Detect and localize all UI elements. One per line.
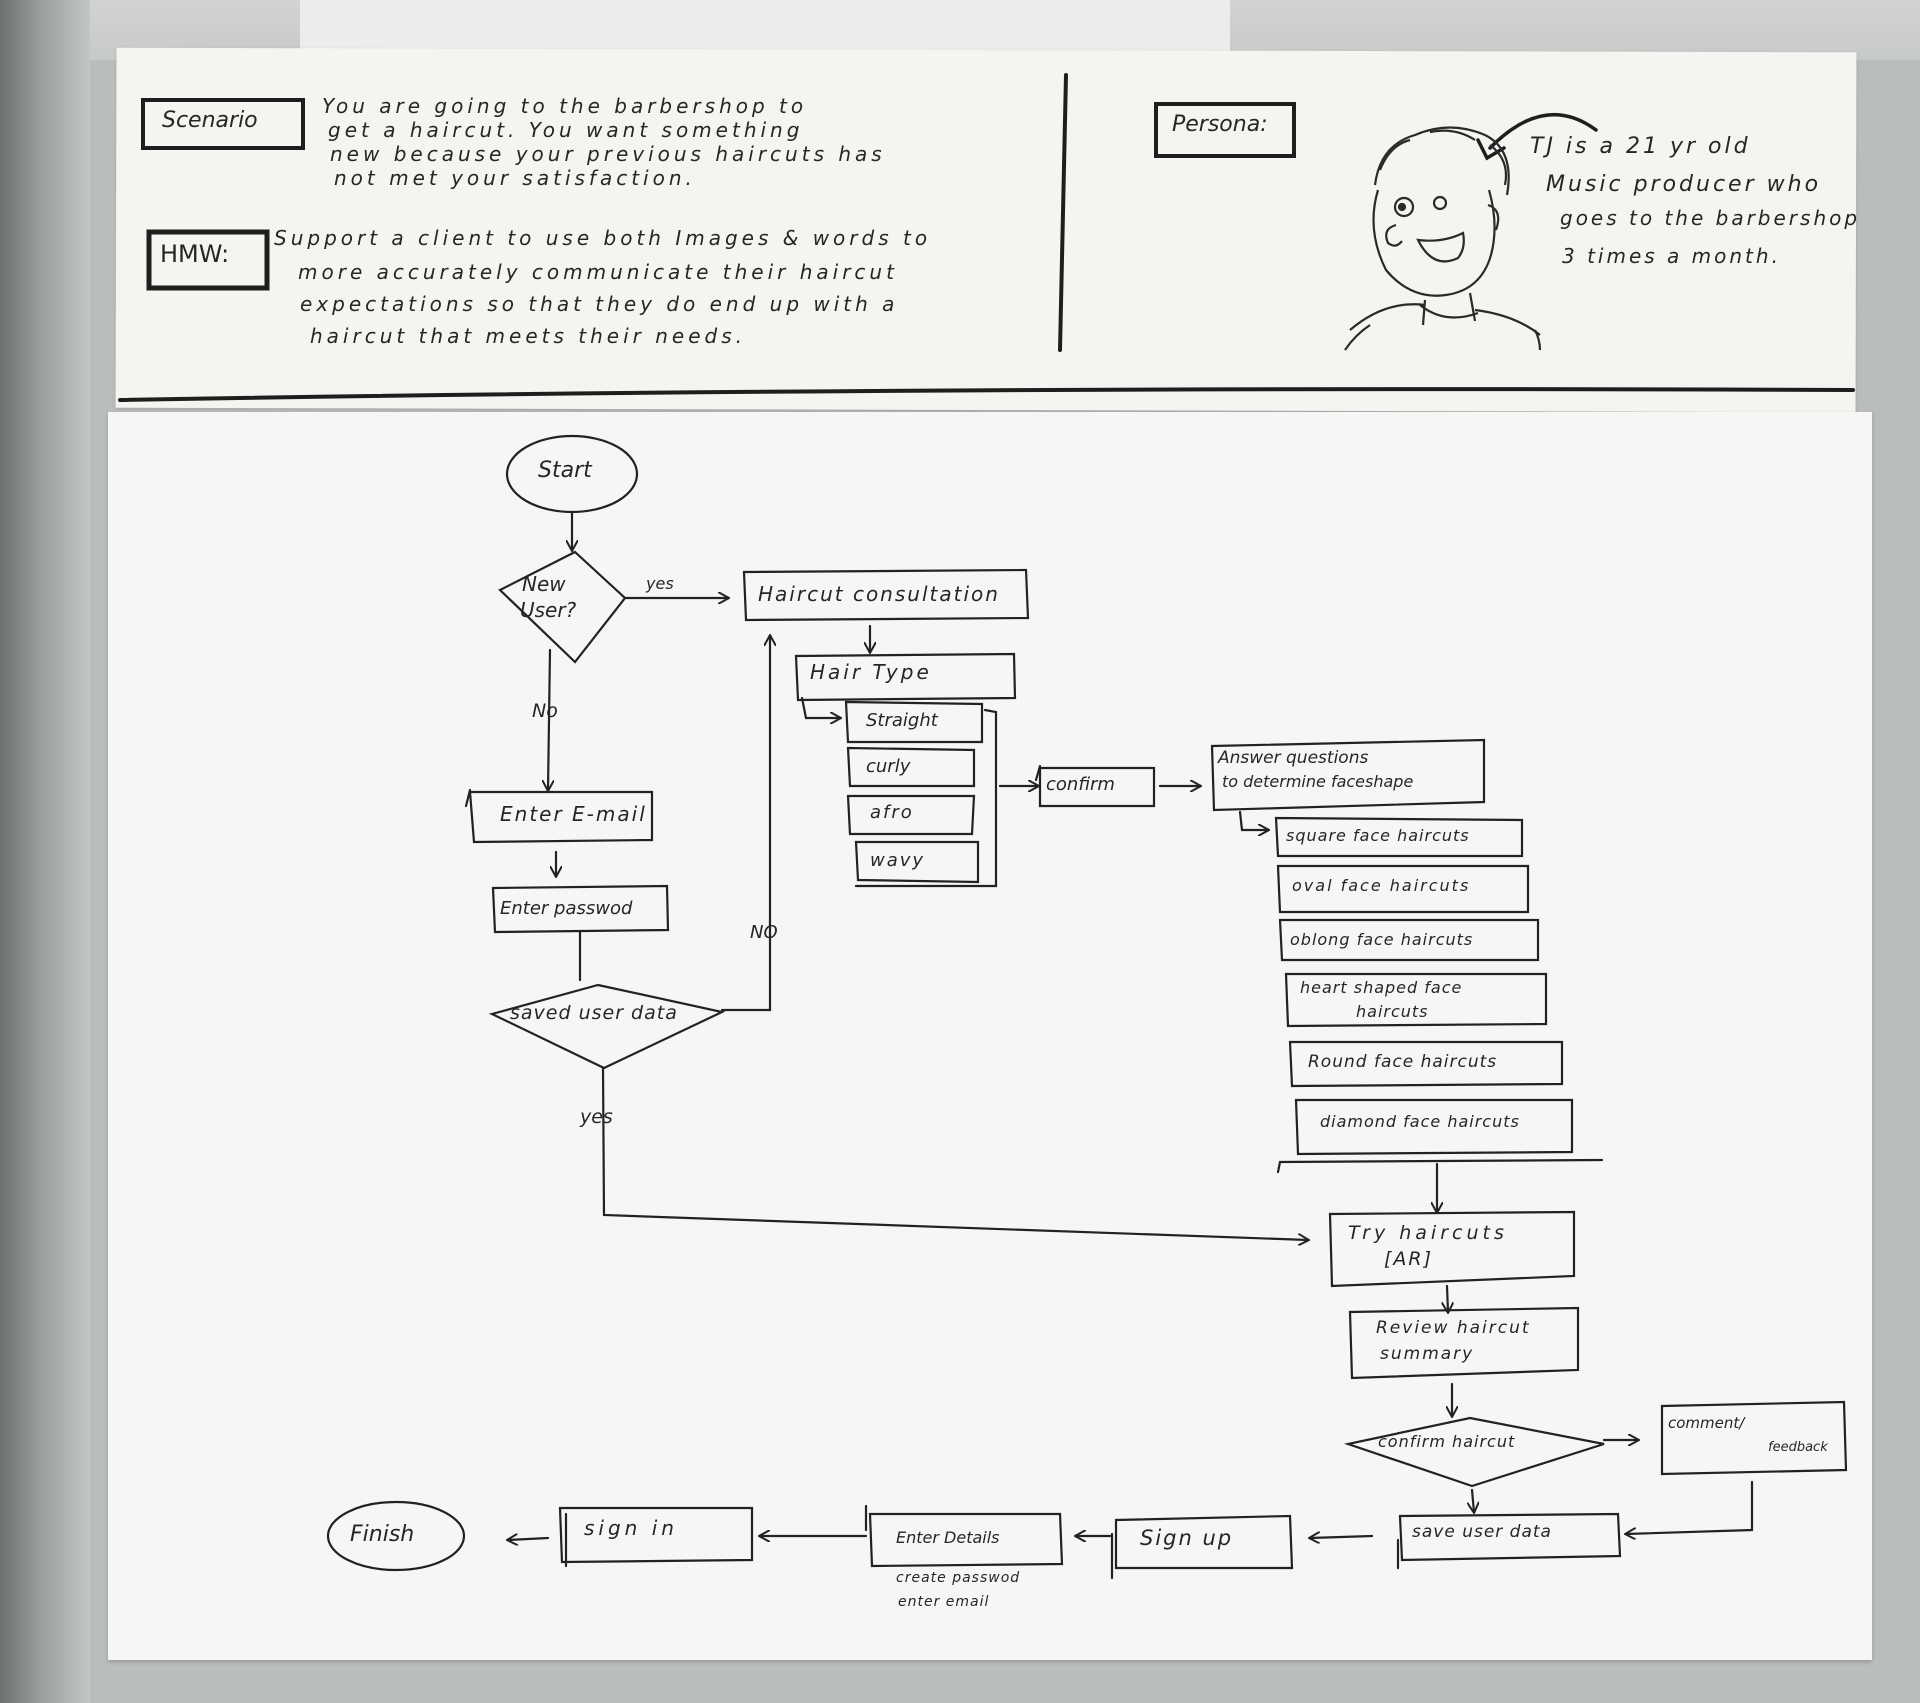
persona-box <box>1154 102 1296 158</box>
try-haircuts-label-2: [AR] <box>1384 1248 1434 1270</box>
hmw-line-3: expectations so that they do end up with… <box>300 292 899 316</box>
face-heart-label-1: heart shaped face <box>1300 978 1463 997</box>
header-divider <box>1058 73 1068 352</box>
face-option-round <box>1288 1040 1564 1088</box>
saved-user-data-label: saved user data <box>510 1002 678 1024</box>
scenario-line-2: get a haircut. You want something <box>328 118 804 142</box>
haircut-consultation-box <box>742 568 1030 622</box>
persona-label: Persona: <box>1172 112 1268 137</box>
face-option-oblong <box>1278 918 1540 962</box>
feedback-label: feedback <box>1768 1440 1828 1455</box>
enter-password-label: Enter passwod <box>500 898 633 919</box>
hair-type-wavy: wavy <box>870 850 926 871</box>
no-new-user-label: No <box>532 700 558 722</box>
table-surface-left <box>0 0 90 1703</box>
hair-option-wavy <box>854 840 980 884</box>
hmw-box <box>146 229 270 291</box>
enter-email-box <box>468 790 654 844</box>
enter-details-label: Enter Details <box>896 1528 1000 1547</box>
persona-line-3: goes to the barbershop <box>1560 206 1861 230</box>
face-option-square <box>1274 816 1524 858</box>
confirm-label: confirm <box>1046 774 1115 795</box>
enter-email-label: Enter E-mail <box>500 802 647 826</box>
hmw-line-2: more accurately communicate their haircu… <box>298 260 898 284</box>
yes-saved-label: yes <box>580 1106 613 1128</box>
answer-questions-label-2: to determine faceshape <box>1222 772 1414 791</box>
hair-type-label: Hair Type <box>810 660 932 684</box>
confirm-box <box>1038 766 1156 808</box>
face-heart-label-2: haircuts <box>1356 1002 1429 1021</box>
sign-in-box <box>558 1506 754 1564</box>
try-haircuts-box <box>1328 1210 1576 1288</box>
saved-user-data-decision <box>488 983 726 1070</box>
face-diamond-label: diamond face haircuts <box>1320 1112 1520 1131</box>
new-user-label-1: New <box>522 572 566 596</box>
face-option-diamond <box>1294 1098 1574 1156</box>
review-summary-box <box>1348 1306 1580 1380</box>
new-user-decision <box>498 550 627 664</box>
persona-line-1: TJ is a 21 yr old <box>1530 134 1751 159</box>
hmw-label: HMW: <box>160 240 230 268</box>
review-summary-label-1: Review haircut <box>1376 1318 1531 1338</box>
comment-feedback-box <box>1660 1400 1848 1476</box>
persona-line-2: Music producer who <box>1546 172 1822 197</box>
new-user-label-2: User? <box>520 598 577 622</box>
enter-details-sub-2: enter email <box>898 1594 990 1610</box>
answer-questions-label-1: Answer questions <box>1218 748 1369 768</box>
try-haircuts-label-1: Try haircuts <box>1348 1222 1508 1244</box>
hair-option-afro <box>846 794 976 836</box>
confirm-haircut-label: confirm haircut <box>1378 1432 1516 1451</box>
face-option-oval <box>1276 864 1530 914</box>
hair-type-straight: Straight <box>866 710 938 731</box>
sign-up-box <box>1114 1514 1294 1570</box>
hmw-line-1: Support a client to use both Images & wo… <box>274 226 932 250</box>
haircut-consultation-label: Haircut consultation <box>758 582 1000 606</box>
hair-option-curly <box>846 746 976 788</box>
persona-avatar-sketch <box>1344 126 1542 351</box>
save-user-data-box <box>1398 1512 1622 1562</box>
hair-option-straight <box>844 700 984 744</box>
hair-type-afro: afro <box>870 802 914 823</box>
face-square-label: square face haircuts <box>1286 826 1470 845</box>
scenario-box <box>141 98 305 150</box>
scenario-line-4: not met your satisfaction. <box>334 166 696 190</box>
no-saved-label: NO <box>750 922 778 943</box>
sign-in-label: sign in <box>584 1516 678 1540</box>
scenario-label: Scenario <box>162 108 258 133</box>
face-option-heart <box>1284 972 1548 1028</box>
face-oblong-label: oblong face haircuts <box>1290 930 1474 949</box>
comment-label: comment/ <box>1668 1414 1745 1432</box>
enter-details-sub-1: create passwod <box>896 1570 1021 1586</box>
hmw-line-4: haircut that meets their needs. <box>310 324 746 348</box>
header-underline <box>118 387 1855 402</box>
scenario-line-3: new because your previous haircuts has <box>330 142 886 166</box>
confirm-haircut-decision <box>1343 1416 1605 1488</box>
finish-label: Finish <box>350 1522 415 1547</box>
persona-line-4: 3 times a month. <box>1562 244 1781 268</box>
enter-password-box <box>491 884 670 934</box>
scenario-line-1: You are going to the barbershop to <box>322 94 808 118</box>
answer-questions-box <box>1210 738 1486 812</box>
hair-type-box <box>794 652 1017 702</box>
save-user-data-label: save user data <box>1412 1522 1552 1542</box>
face-oval-label: oval face haircuts <box>1292 876 1471 895</box>
enter-details-box <box>868 1512 1064 1568</box>
hair-type-curly: curly <box>866 756 911 777</box>
yes-new-user-label: yes <box>646 574 674 593</box>
sign-up-label: Sign up <box>1140 1526 1234 1550</box>
finish-node <box>326 1500 466 1572</box>
start-label: Start <box>538 458 592 483</box>
review-summary-label-2: summary <box>1380 1344 1475 1364</box>
face-round-label: Round face haircuts <box>1308 1052 1498 1072</box>
